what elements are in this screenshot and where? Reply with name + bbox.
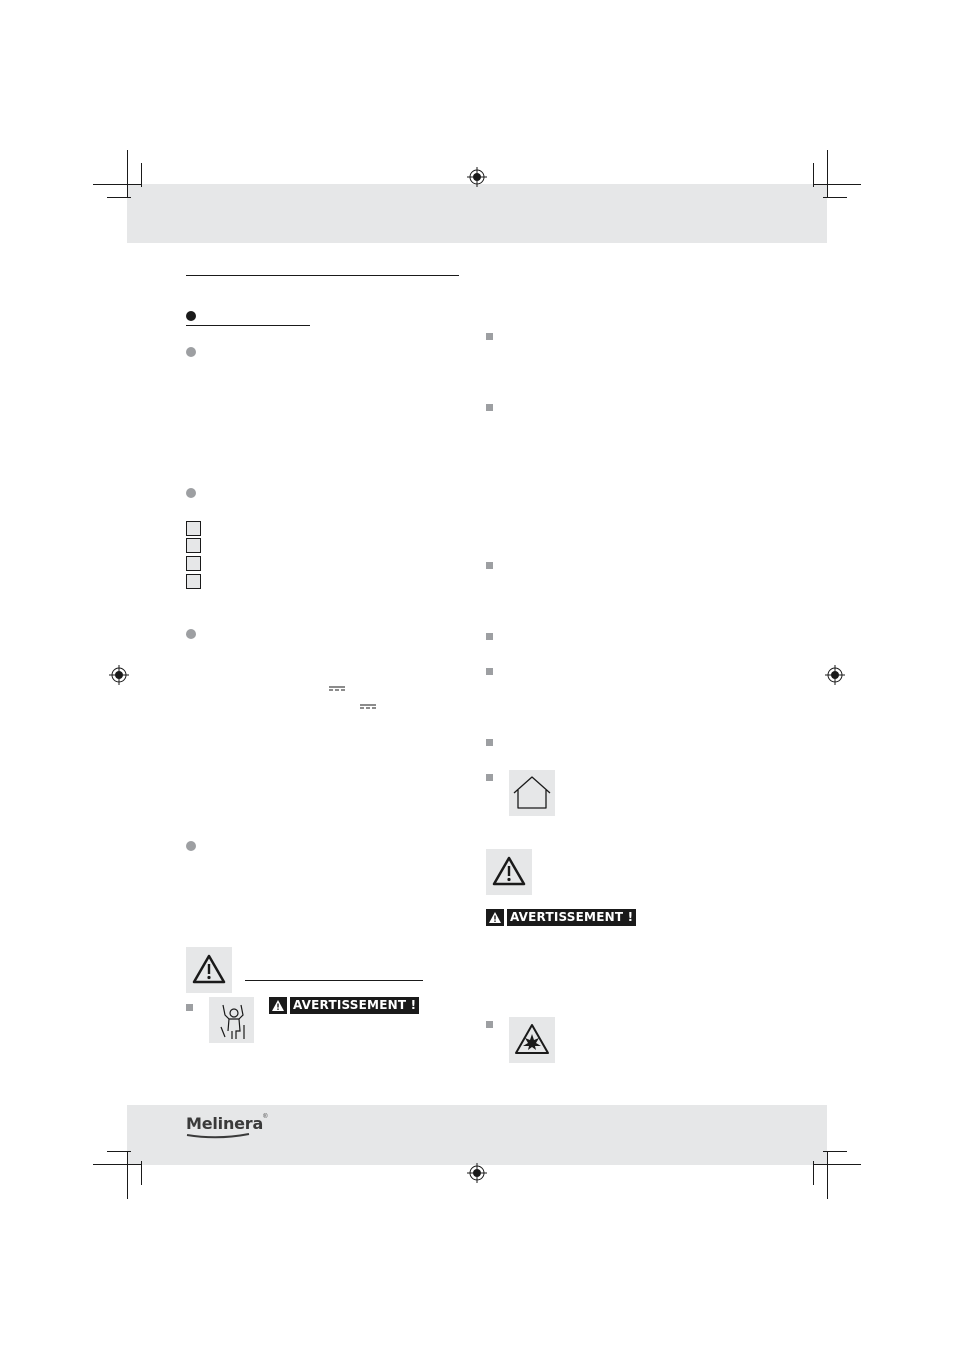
list-bullet [486, 404, 493, 411]
crop-mark [813, 163, 814, 187]
crop-mark [827, 1151, 828, 1199]
crop-mark [813, 1164, 861, 1165]
direct-current-icon [329, 686, 345, 691]
section-rule [186, 275, 459, 276]
crop-mark [127, 1151, 128, 1199]
registration-mark-icon [467, 167, 487, 187]
list-bullet [486, 774, 493, 781]
direct-current-icon [360, 704, 376, 709]
brand-name: Melinera [186, 1114, 264, 1133]
warning-triangle-icon [486, 909, 504, 926]
crop-mark [93, 184, 141, 185]
registration-mark-icon [825, 665, 845, 685]
subsection-bullet [186, 347, 196, 357]
brand-logo: Melinera® [186, 1114, 268, 1139]
crop-mark [107, 197, 131, 198]
heading-underline [186, 325, 310, 326]
list-bullet [186, 1004, 193, 1011]
house-icon [509, 770, 555, 816]
part-number-box [186, 574, 201, 589]
crop-mark [141, 1161, 142, 1185]
list-bullet [486, 562, 493, 569]
list-bullet [486, 739, 493, 746]
logo-swoosh-icon [186, 1133, 250, 1139]
warning-triangle-icon [486, 849, 532, 895]
crop-mark [827, 150, 828, 198]
part-number-box [186, 556, 201, 571]
crop-mark [141, 163, 142, 187]
registration-mark-icon [109, 665, 129, 685]
list-bullet [486, 668, 493, 675]
warning-label-text: AVERTISSEMENT ! [290, 997, 420, 1014]
subsection-bullet [186, 629, 196, 639]
crop-mark [813, 1161, 814, 1185]
warning-triangle-icon [269, 997, 287, 1014]
crop-mark [823, 197, 847, 198]
warning-triangle-icon [186, 947, 232, 993]
section-bullet [186, 311, 196, 321]
subsection-bullet [186, 841, 196, 851]
part-number-box [186, 521, 201, 536]
crop-mark [813, 184, 861, 185]
crop-mark [823, 1151, 847, 1152]
warning-label: AVERTISSEMENT ! [269, 997, 420, 1014]
crop-mark [107, 1151, 131, 1152]
list-bullet [486, 333, 493, 340]
warning-label-text: AVERTISSEMENT ! [507, 909, 637, 926]
list-bullet [486, 633, 493, 640]
crop-mark [127, 150, 128, 198]
list-bullet [486, 1021, 493, 1028]
part-number-box [186, 538, 201, 553]
child-hazard-icon [209, 997, 254, 1043]
header-band [127, 184, 827, 243]
brand-registered-mark: ® [263, 1114, 268, 1120]
registration-mark-icon [467, 1163, 487, 1183]
subsection-bullet [186, 488, 196, 498]
explosion-icon [509, 1017, 555, 1063]
heading-underline [245, 980, 423, 981]
warning-label: AVERTISSEMENT ! [486, 909, 637, 926]
crop-mark [93, 1164, 141, 1165]
